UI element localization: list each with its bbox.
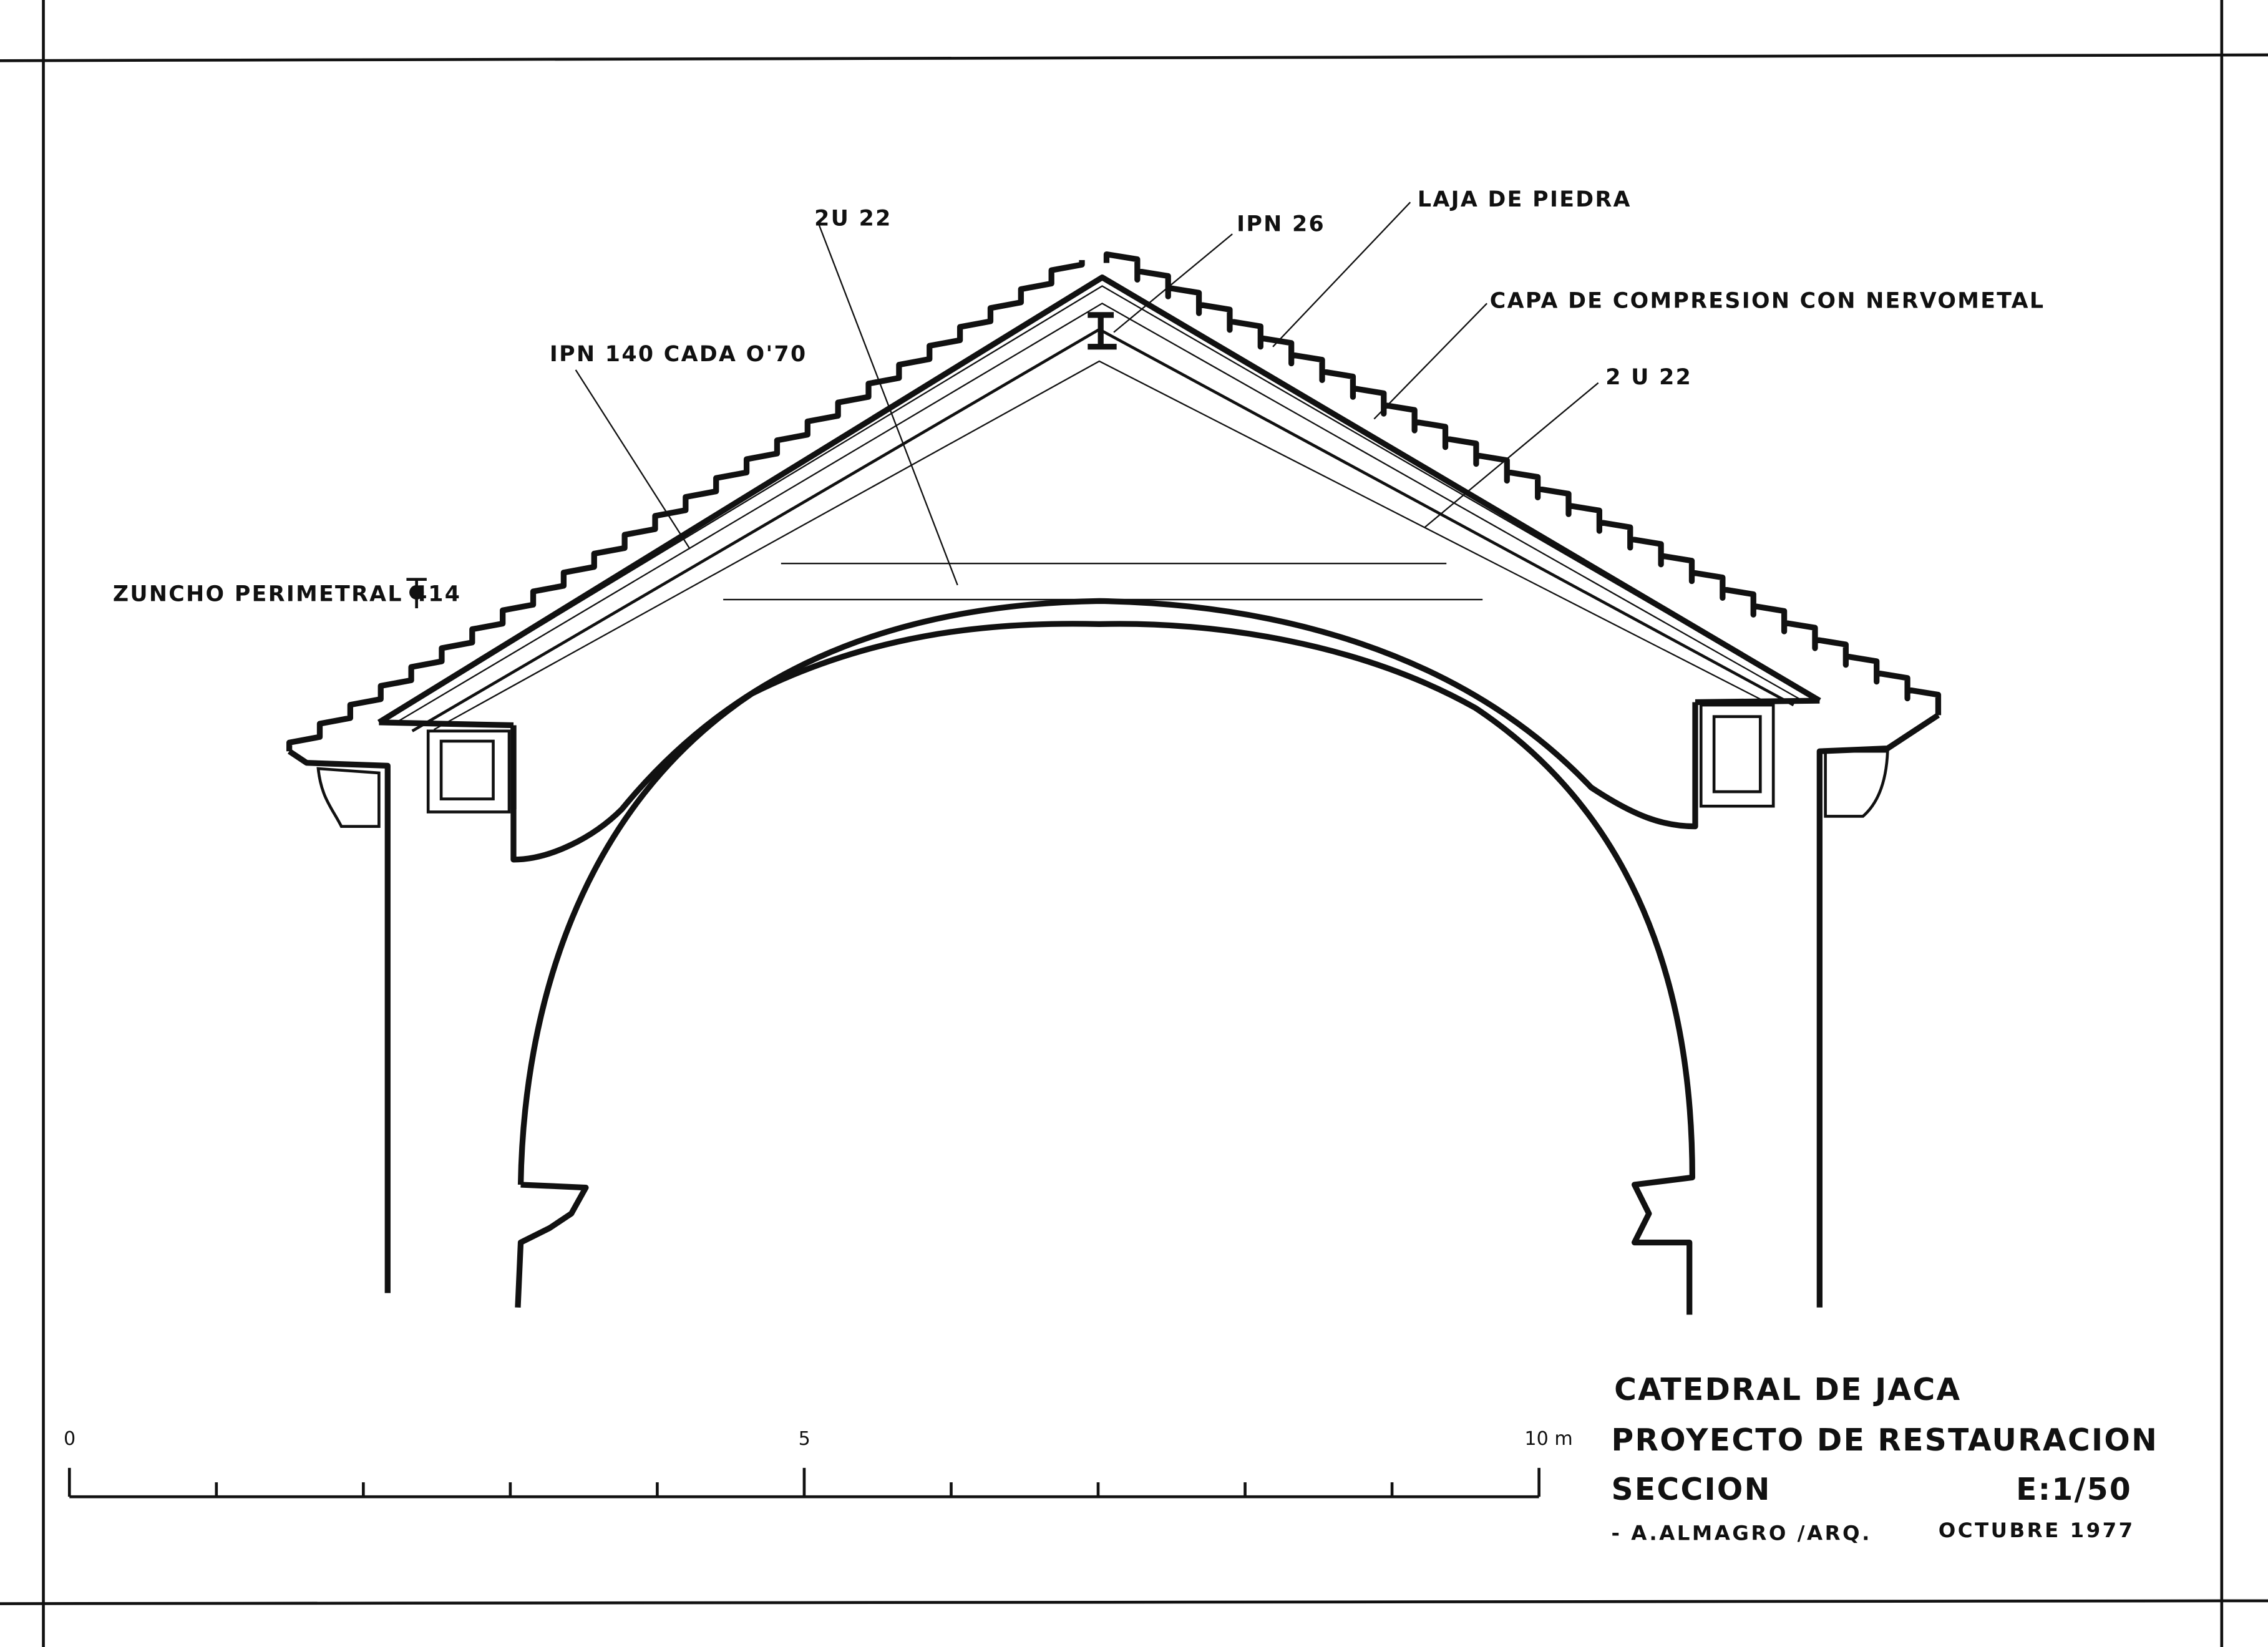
label-2u22-left: 2U 22 (814, 206, 892, 231)
ipn26-beam (1088, 312, 1117, 350)
ring-beam-left (426, 729, 511, 814)
diameter-symbol-icon (406, 578, 427, 608)
label-zuncho-diameter: 14 (428, 581, 461, 606)
title-scale: E:1/50 (2016, 1472, 2132, 1507)
title-date: OCTUBRE 1977 (1939, 1518, 2135, 1542)
title-project: CATEDRAL DE JACA (1614, 1372, 1961, 1407)
leader-lines (575, 202, 1599, 586)
scale-tick-0: 0 (64, 1428, 75, 1450)
label-laja-de-piedra: LAJA DE PIEDRA (1418, 187, 1632, 212)
label-zuncho: ZUNCHO PERIMETRAL 4 (113, 581, 429, 606)
stone-slab-roof (286, 251, 1942, 752)
corbel-left (316, 767, 381, 828)
title-section: SECCION (1612, 1472, 1771, 1507)
scale-bar: 0 5 10 m (64, 1428, 1573, 1499)
label-ipn140: IPN 140 CADA O'70 (550, 342, 807, 367)
scale-tick-10: 10 m (1524, 1428, 1572, 1450)
roof-layers (377, 274, 1821, 732)
title-block: CATEDRAL DE JACA PROYECTO DE RESTAURACIO… (1612, 1372, 2159, 1545)
title-author: - A.ALMAGRO /ARQ. (1612, 1522, 1872, 1545)
tie-beam (723, 563, 1483, 601)
ring-beam-right (1699, 703, 1775, 808)
title-subtitle: PROYECTO DE RESTAURACION (1612, 1423, 2159, 1458)
walls-and-arch (288, 598, 1940, 1315)
label-ipn26: IPN 26 (1237, 212, 1325, 237)
label-2u22-right: 2 U 22 (1605, 365, 1692, 390)
scale-tick-5: 5 (799, 1428, 810, 1450)
corbel-right (1824, 749, 1889, 818)
label-capa-compresion: CAPA DE COMPRESION CON NERVOMETAL (1490, 288, 2045, 313)
